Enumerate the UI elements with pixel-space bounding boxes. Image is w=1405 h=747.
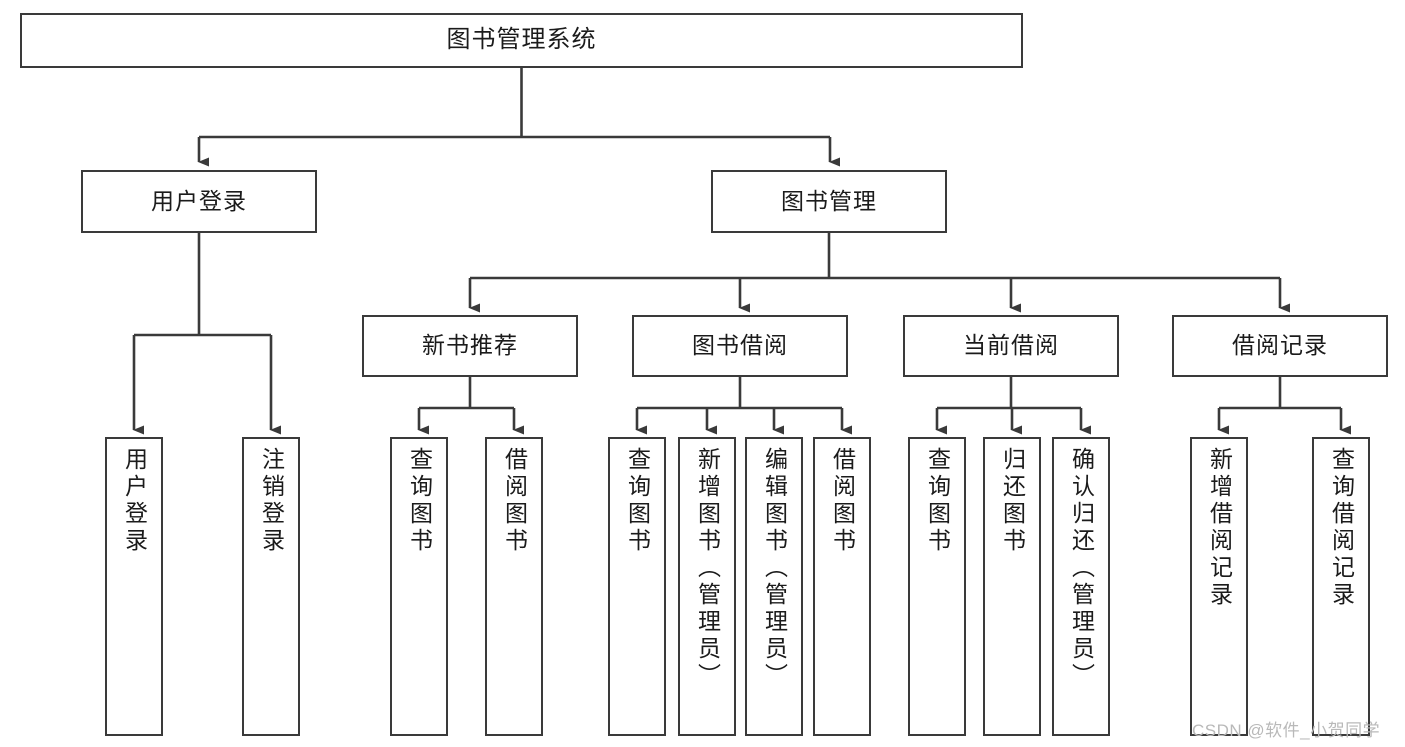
leaf-query-borrow-record[interactable]: 查询借阅记录 xyxy=(1312,437,1370,736)
node-book-borrow-label: 图书借阅 xyxy=(692,332,788,359)
leaf-user-login-label: 用户登录 xyxy=(121,447,148,555)
leaf-add-borrow-record-label: 新增借阅记录 xyxy=(1206,447,1233,609)
node-root-label: 图书管理系统 xyxy=(446,26,597,54)
leaf-confirm-return-admin[interactable]: 确认归还（管理员） xyxy=(1052,437,1110,736)
node-user-login-label: 用户登录 xyxy=(151,187,247,214)
leaf-query-book-current-label: 查询图书 xyxy=(924,447,951,555)
leaf-edit-book-admin[interactable]: 编辑图书（管理员） xyxy=(745,437,803,736)
node-current-borrow-label: 当前借阅 xyxy=(963,332,1059,359)
node-current-borrow[interactable]: 当前借阅 xyxy=(903,315,1119,377)
leaf-logout[interactable]: 注销登录 xyxy=(242,437,300,736)
node-root[interactable]: 图书管理系统 xyxy=(20,13,1023,68)
leaf-add-book-admin-label: 新增图书（管理员） xyxy=(694,447,721,690)
leaf-borrow-book[interactable]: 借阅图书 xyxy=(813,437,871,736)
node-book-management[interactable]: 图书管理 xyxy=(711,170,947,233)
leaf-borrow-book-label: 借阅图书 xyxy=(829,447,856,555)
leaf-query-borrow-record-label: 查询借阅记录 xyxy=(1328,447,1355,609)
node-borrow-record[interactable]: 借阅记录 xyxy=(1172,315,1388,377)
node-new-book-recommend-label: 新书推荐 xyxy=(422,332,518,359)
leaf-borrow-book-new[interactable]: 借阅图书 xyxy=(485,437,543,736)
leaf-confirm-return-admin-label: 确认归还（管理员） xyxy=(1068,447,1095,690)
node-new-book-recommend[interactable]: 新书推荐 xyxy=(362,315,578,377)
node-book-borrow[interactable]: 图书借阅 xyxy=(632,315,848,377)
leaf-edit-book-admin-label: 编辑图书（管理员） xyxy=(761,447,788,690)
node-book-management-label: 图书管理 xyxy=(781,187,877,214)
csdn-watermark: CSDN @软件_小贺同学 xyxy=(1192,721,1381,740)
leaf-query-book-new-label: 查询图书 xyxy=(406,447,433,555)
node-user-login[interactable]: 用户登录 xyxy=(81,170,317,233)
leaf-user-login[interactable]: 用户登录 xyxy=(105,437,163,736)
leaf-query-book-borrow-label: 查询图书 xyxy=(624,447,651,555)
leaf-query-book-new[interactable]: 查询图书 xyxy=(390,437,448,736)
leaf-logout-label: 注销登录 xyxy=(258,447,285,555)
leaf-add-borrow-record[interactable]: 新增借阅记录 xyxy=(1190,437,1248,736)
leaf-return-book-label: 归还图书 xyxy=(999,447,1026,555)
leaf-query-book-current[interactable]: 查询图书 xyxy=(908,437,966,736)
leaf-borrow-book-new-label: 借阅图书 xyxy=(501,447,528,555)
node-borrow-record-label: 借阅记录 xyxy=(1232,332,1328,359)
leaf-return-book[interactable]: 归还图书 xyxy=(983,437,1041,736)
leaf-add-book-admin[interactable]: 新增图书（管理员） xyxy=(678,437,736,736)
leaf-query-book-borrow[interactable]: 查询图书 xyxy=(608,437,666,736)
